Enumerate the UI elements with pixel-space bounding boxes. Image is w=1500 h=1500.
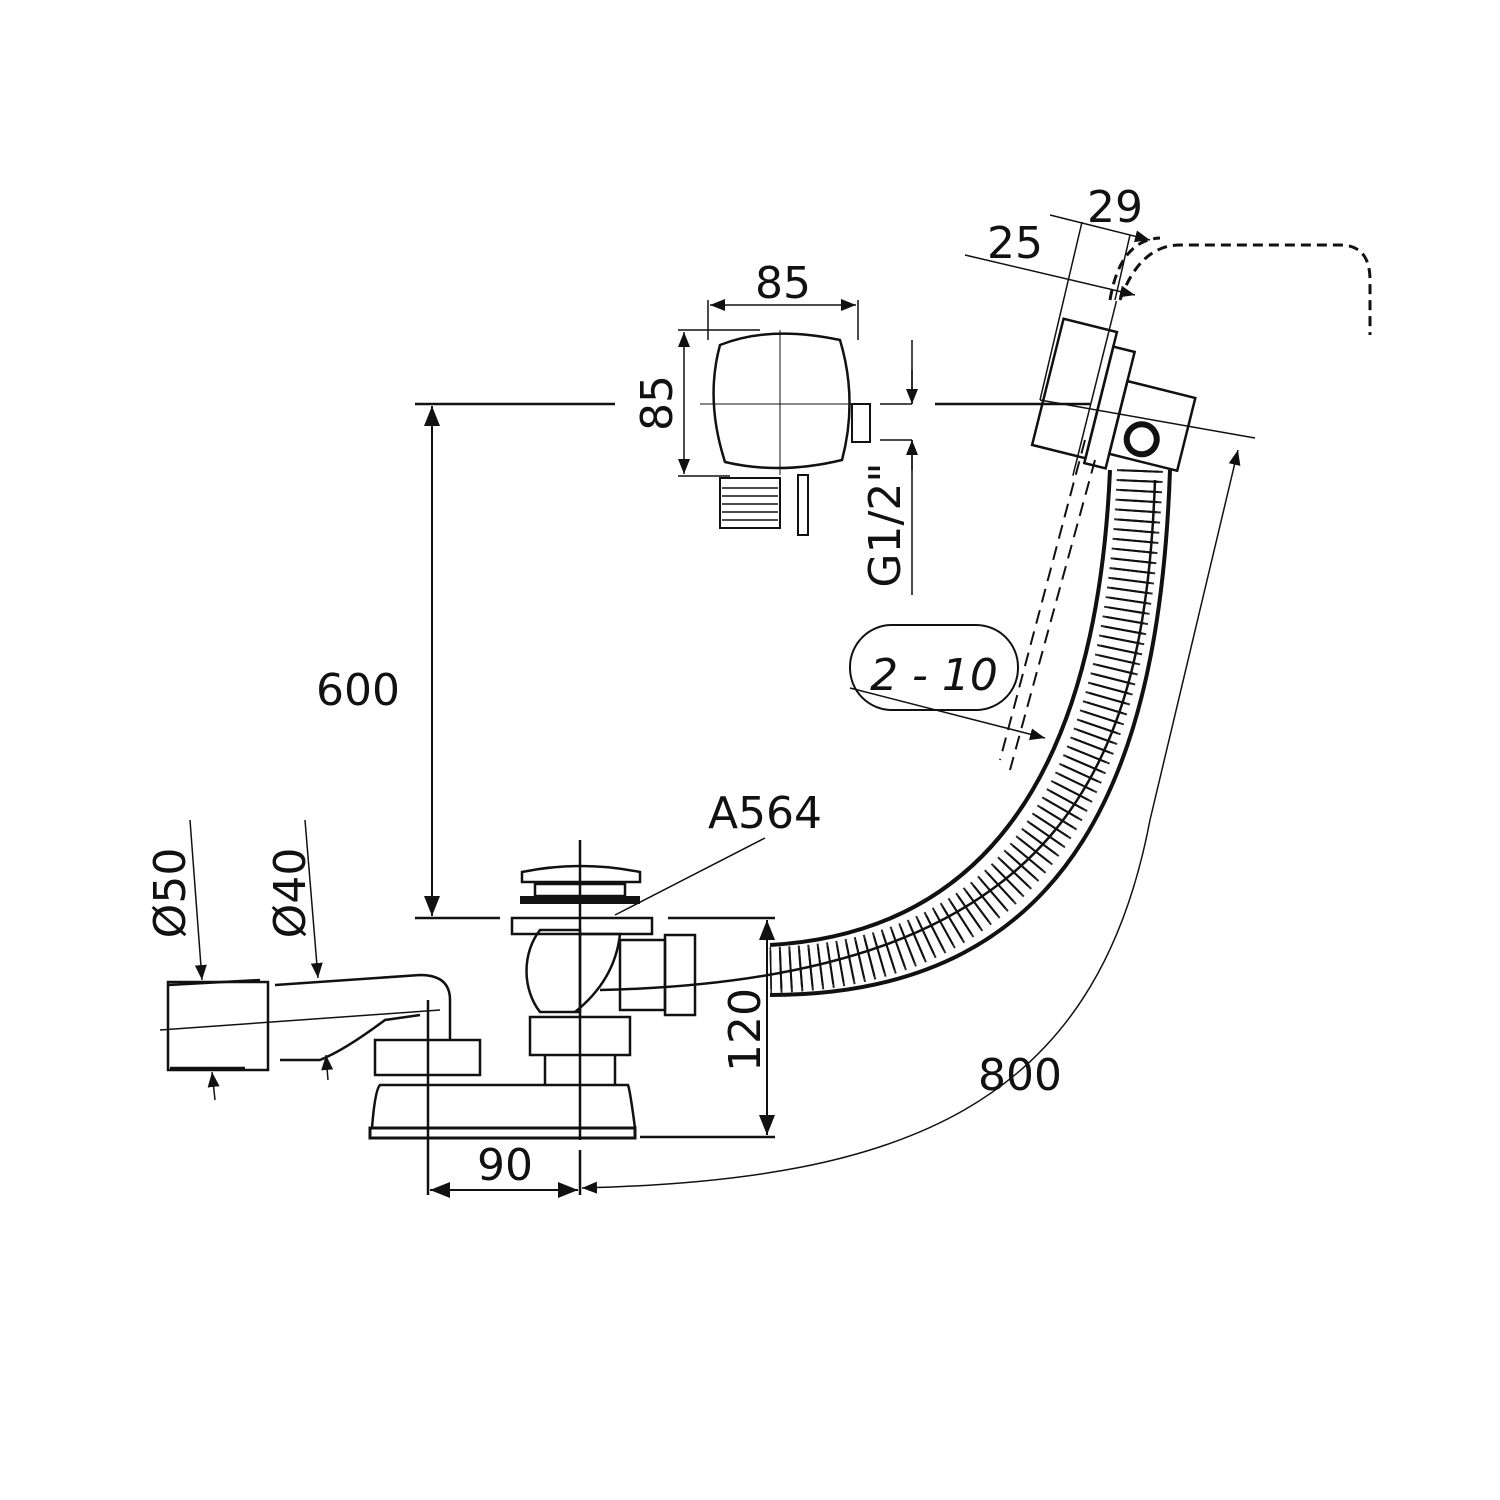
overflow-depth-dimensions: 29 25 xyxy=(964,182,1151,401)
overflow-side-view xyxy=(1030,300,1197,476)
drain-height-dimension: 120 xyxy=(640,916,775,1139)
offset-29-label: 29 xyxy=(1087,182,1143,233)
trap-offset-dimension: 90 xyxy=(430,1140,578,1198)
overflow-height-label: 600 xyxy=(316,665,400,716)
drain-assembly xyxy=(159,840,697,1195)
outlet-diameter-dimensions: Ø50 Ø40 xyxy=(145,819,334,1101)
offset-25-label: 25 xyxy=(987,218,1043,269)
thread-label: G1/2" xyxy=(860,462,911,587)
wall-thickness-label: 2 - 10 xyxy=(870,650,998,701)
overflow-cover-front xyxy=(700,330,871,536)
part-code-label: A564 xyxy=(708,788,822,839)
diameter-50-label: Ø50 xyxy=(145,848,196,939)
hose-length-dimension: 800 xyxy=(581,399,1256,1194)
overflow-height-dimension: 600 xyxy=(316,402,1090,920)
part-label-group: A564 xyxy=(614,788,822,916)
diameter-40-label: Ø40 xyxy=(265,848,316,939)
hose-length-label: 800 xyxy=(978,1050,1062,1101)
drain-height-label: 120 xyxy=(720,988,771,1072)
trap-offset-label: 90 xyxy=(477,1140,533,1191)
cover-height-label: 85 xyxy=(632,375,683,431)
cover-width-label: 85 xyxy=(755,258,811,309)
